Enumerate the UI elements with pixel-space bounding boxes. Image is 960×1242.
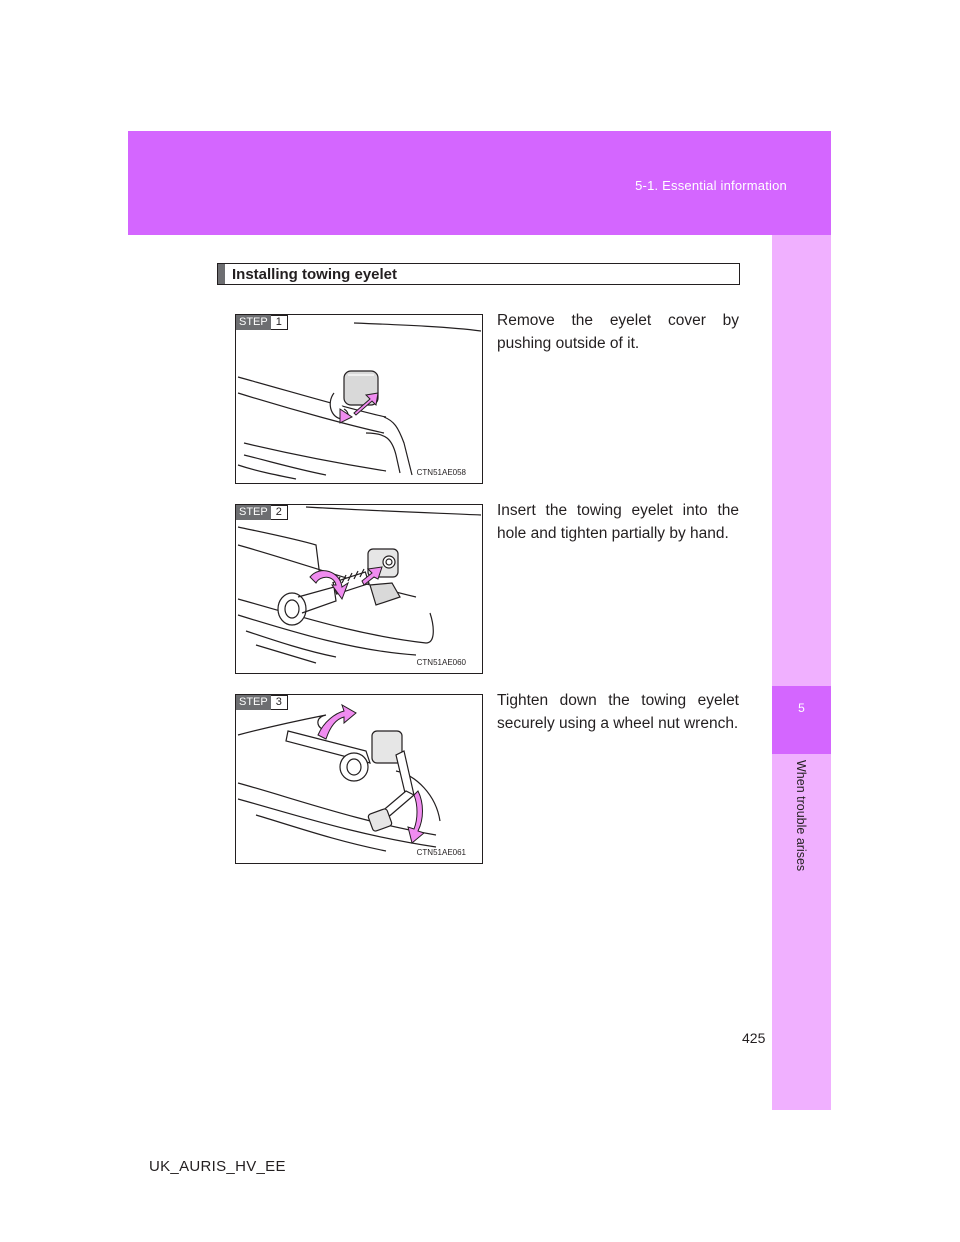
- step-3-label: STEP: [236, 695, 271, 710]
- step-2-text: Insert the towing eyelet into the hole a…: [497, 502, 739, 542]
- step-3-drawing: [237, 703, 441, 852]
- step-2-label: STEP: [236, 505, 271, 520]
- side-tab: [772, 235, 831, 1110]
- step-2-illustration: STEP 2 CTN51AE060: [235, 504, 483, 674]
- section-heading: Installing towing eyelet: [217, 263, 740, 285]
- step-1-label: STEP: [236, 315, 271, 330]
- step-1-number: 1: [270, 315, 288, 330]
- step-3-text: Tighten down the towing eyelet securely …: [497, 692, 739, 732]
- step-3-number: 3: [270, 695, 288, 710]
- step-1-drawing: [237, 322, 482, 480]
- page-number: 425: [742, 1030, 766, 1046]
- step-2-badge: STEP 2: [236, 505, 288, 520]
- chapter-title-vertical: When trouble arises: [772, 760, 831, 892]
- section-heading-text: Installing towing eyelet: [232, 266, 398, 283]
- step-1-text: Remove the eyelet cover by pushing outsi…: [497, 312, 739, 352]
- document-code: UK_AURIS_HV_EE: [149, 1158, 286, 1175]
- header-band: 5-1. Essential information: [128, 131, 831, 235]
- step-3-illustration: STEP 3 CTN51AE061: [235, 694, 483, 864]
- step-2-number: 2: [270, 505, 288, 520]
- step-1-illustration: STEP 1 CTN51AE058: [235, 314, 483, 484]
- chapter-number-box[interactable]: 5: [772, 686, 831, 754]
- header-section-title: 5-1. Essential information: [635, 178, 787, 193]
- step-1-badge: STEP 1: [236, 315, 288, 330]
- chapter-number: 5: [798, 701, 805, 715]
- step-3-figure-code: CTN51AE061: [416, 848, 466, 857]
- step-2-figure-code: CTN51AE060: [416, 658, 466, 667]
- step-3-badge: STEP 3: [236, 695, 288, 710]
- step-2-drawing: [237, 506, 482, 664]
- heading-accent-bar: [218, 264, 225, 284]
- chapter-title: When trouble arises: [794, 760, 808, 872]
- step-1-figure-code: CTN51AE058: [416, 468, 466, 477]
